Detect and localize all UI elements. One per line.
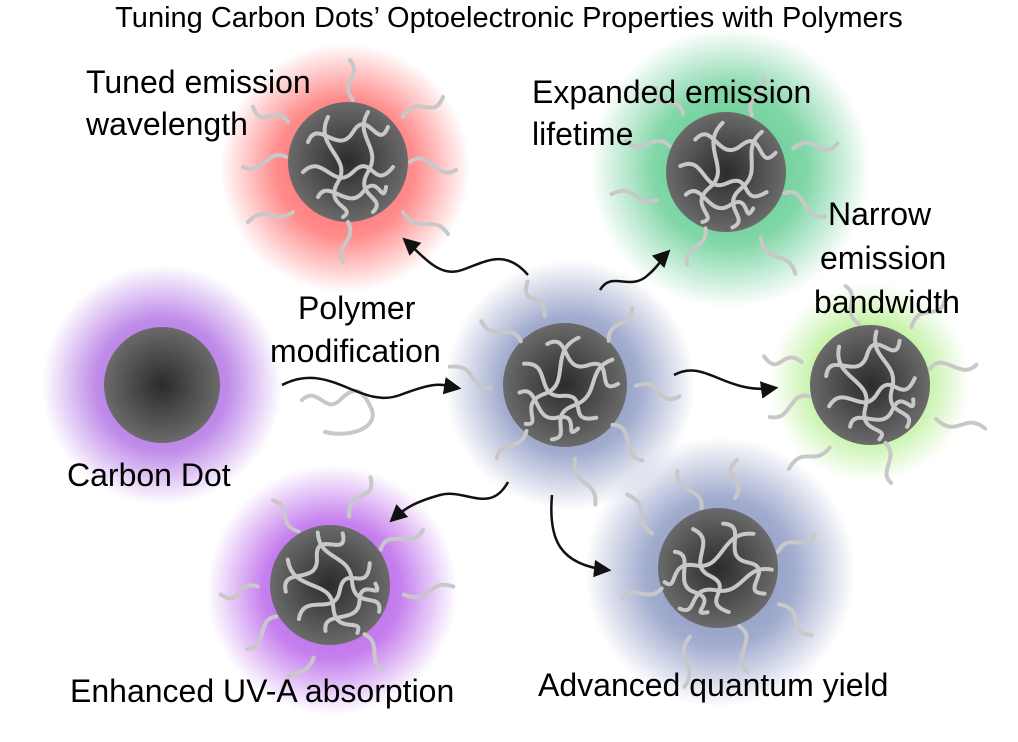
polymer-dot-tuned [241,58,458,264]
polymer-dot-uva [183,437,478,730]
label-polymer-line2: modification [270,333,441,369]
arrow-modification [281,376,462,400]
free-polymer-strand [300,388,375,436]
polymer-dot-narrow [740,256,1003,511]
label-uva: Enhanced UV-A absorption [70,673,455,709]
label-narrow-line2: emission [820,240,947,276]
polymer-dot-expanded [591,38,865,305]
polymer-dot-quantum [586,432,853,706]
label-carbon-dot: Carbon Dot [67,457,231,493]
label-narrow-line3: bandwidth [814,284,960,320]
label-expanded-line1: Expanded emission [532,74,812,110]
arrow-to-expanded [598,249,671,291]
polymer-dot-center [418,237,716,534]
label-narrow-line1: Narrow [828,196,932,232]
label-tuned-line1: Tuned emission [86,64,311,100]
carbon-dot [104,327,220,443]
label-polymer-line1: Polymer [298,290,416,326]
label-tuned-line2: wavelength [86,106,248,142]
arrow-to-tuned [402,237,529,276]
arrow-to-narrow [673,369,779,399]
arrow-to-quantum [550,494,612,578]
diagram-title: Tuning Carbon Dots’ Optoelectronic Prope… [115,2,903,34]
label-expanded-line2: lifetime [532,116,634,152]
arrow-to-uva [389,481,510,523]
label-quantum: Advanced quantum yield [538,667,889,703]
